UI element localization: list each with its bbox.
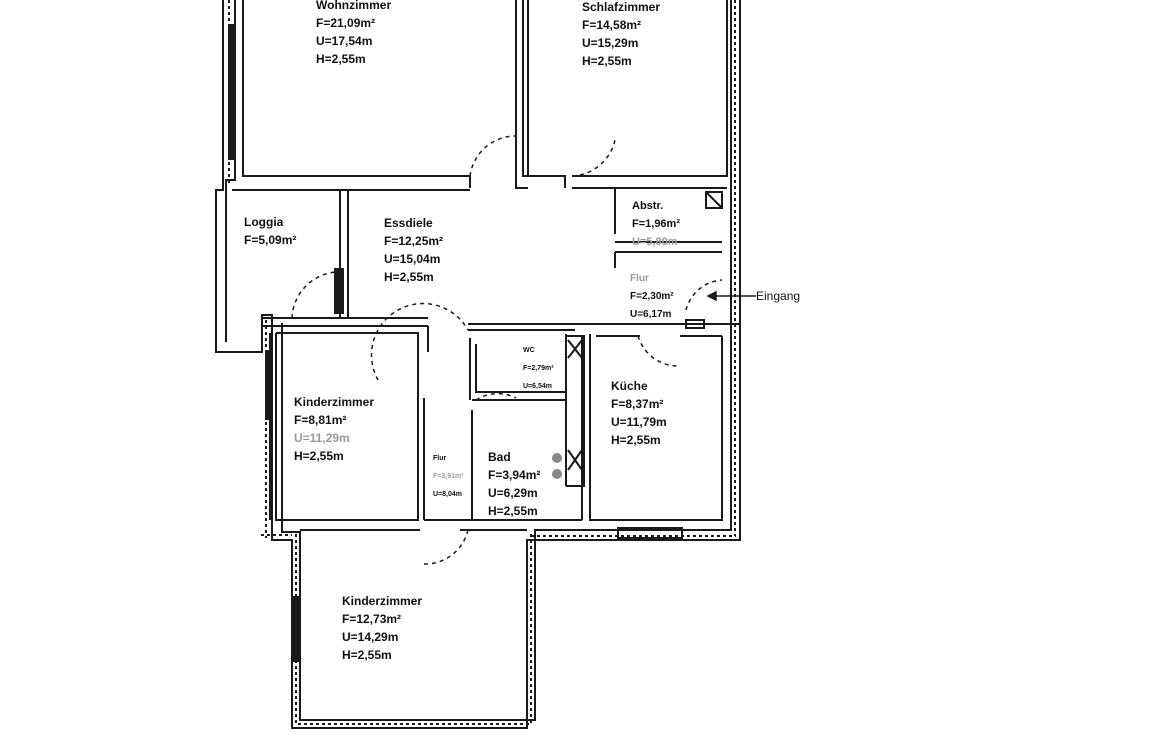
room-area: F=5,09m² (244, 233, 297, 247)
room-name: Bad (488, 450, 511, 464)
room-name: Kinderzimmer (342, 594, 423, 608)
room-perimeter: U=14,29m (342, 630, 399, 644)
room-perimeter: U=6,17m (630, 309, 672, 320)
room-area: F=12,25m² (384, 234, 444, 248)
room-kinderzimmer-1: Kinderzimmer F=8,81m² U=11,29m H=2,55m (294, 393, 374, 465)
room-perimeter: U=8,04m (433, 491, 462, 498)
room-height: H=2,55m (488, 504, 538, 518)
room-area: F=14,58m² (582, 18, 642, 32)
room-area: F=12,73m² (342, 612, 402, 626)
room-essdiele: Essdiele F=12,25m² U=15,04m H=2,55m (384, 214, 443, 286)
room-perimeter: U=15,04m (384, 252, 441, 266)
room-name: Flur (433, 455, 447, 462)
windows (228, 24, 562, 662)
entrance-arrow (706, 290, 756, 302)
room-perimeter: U=6,54m (523, 383, 552, 390)
room-perimeter: U=15,29m (582, 36, 639, 50)
room-name: Kinderzimmer (294, 395, 375, 409)
room-area: F=3,94m² (488, 468, 541, 482)
entrance-label: Eingang (756, 289, 801, 303)
room-name: Flur (630, 273, 649, 284)
room-name: Küche (611, 379, 648, 393)
room-perimeter: U=6,29m (488, 486, 538, 500)
room-name: Essdiele (384, 216, 433, 230)
room-area: F=8,37m² (611, 397, 664, 411)
room-area: F=2,79m² (523, 365, 554, 372)
exterior-walls (215, 0, 741, 729)
room-name: Schlafzimmer (582, 0, 661, 14)
room-perimeter: U=11,79m (611, 415, 667, 429)
room-schlafzimmer: Schlafzimmer F=14,58m² U=15,29m H=2,55m (582, 0, 660, 70)
room-area: F=2,30m² (630, 291, 674, 302)
room-name: WC (523, 347, 535, 354)
interior-walls (232, 0, 740, 539)
room-abstr: Abstr. F=1,96m² U=5,80m (632, 197, 680, 251)
room-name: Abstr. (632, 200, 664, 212)
door-swings (291, 135, 723, 565)
room-flur-inner: Flur F=3,91m² U=8,04m (433, 450, 464, 504)
room-area: F=21,09m² (316, 16, 376, 30)
room-wc: WC F=2,79m² U=6,54m (523, 342, 554, 396)
room-area: F=1,96m² (632, 218, 680, 230)
room-perimeter: U=17,54m (316, 34, 373, 48)
room-perimeter: U=11,29m (294, 431, 350, 445)
room-area: F=8,81m² (294, 413, 347, 427)
room-name: Wohnzimmer (316, 0, 392, 12)
room-height: H=2,55m (611, 433, 661, 447)
room-height: H=2,55m (384, 270, 434, 284)
room-height: H=2,55m (342, 648, 392, 662)
room-area: F=3,91m² (433, 473, 464, 480)
room-height: H=2,55m (582, 54, 632, 68)
room-height: H=2,55m (316, 52, 366, 66)
room-bad: Bad F=3,94m² U=6,29m H=2,55m (488, 448, 540, 520)
room-wohnzimmer: Wohnzimmer F=21,09m² U=17,54m H=2,55m (316, 0, 391, 68)
room-name: Loggia (244, 215, 284, 229)
room-kinderzimmer-2: Kinderzimmer F=12,73m² U=14,29m H=2,55m (342, 592, 422, 664)
room-perimeter: U=5,80m (632, 236, 678, 248)
room-kueche: Küche F=8,37m² U=11,79m H=2,55m (611, 377, 667, 449)
room-height: H=2,55m (294, 449, 344, 463)
room-loggia: Loggia F=5,09m² (244, 213, 296, 249)
room-flur-entry: Flur F=2,30m² U=6,17m (630, 270, 674, 324)
